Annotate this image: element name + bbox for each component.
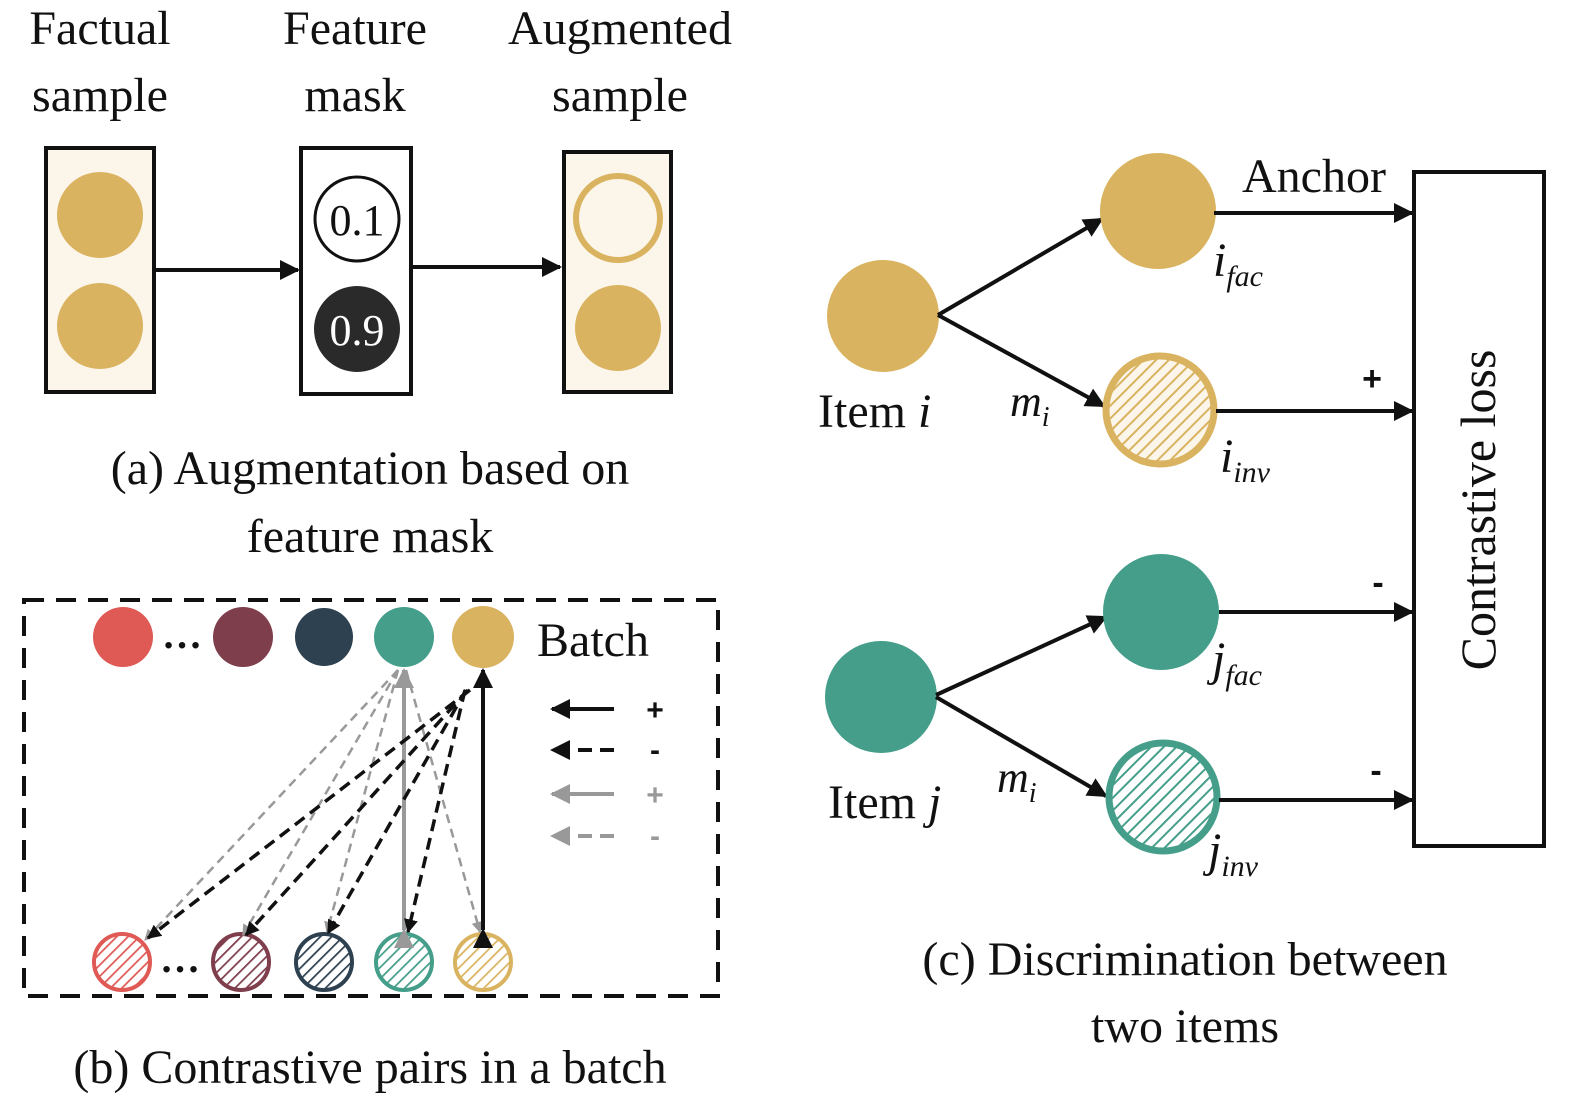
sign-j-fac: - (1372, 564, 1383, 602)
item-i-prefix: Item (818, 385, 918, 438)
mask-value-low-circle (313, 175, 401, 263)
item-i-node (827, 260, 939, 372)
batch-item-plum (213, 607, 273, 667)
i-fac-label: ifac (1213, 234, 1263, 293)
i-fac-sub: fac (1226, 260, 1263, 293)
factual-header-line1: Factual (29, 2, 170, 55)
panel-b: … Batch … + - + (22, 598, 720, 1094)
i-fac-base: i (1213, 234, 1226, 287)
batch-item-red (93, 607, 153, 667)
batch-item-navy (295, 608, 353, 666)
augmented-masked-feature (573, 173, 663, 263)
mask-value-high-circle (314, 286, 400, 372)
black-negative-to-red (146, 688, 472, 940)
panel-a-caption-line1: (a) Augmentation based on (111, 442, 630, 495)
sign-j-inv: - (1370, 752, 1381, 790)
factual-feature-2 (57, 283, 143, 369)
panel-c: Item i mi ifac iinv Item j mi jfac jinv … (818, 150, 1546, 1053)
augmented-header-line1: Augmented (508, 2, 732, 55)
mask-label-j-base: m (997, 753, 1029, 802)
panel-c-caption-line2: two items (1091, 1000, 1279, 1053)
panel-b-caption: (b) Contrastive pairs in a batch (73, 1041, 666, 1094)
arrow-item-j-to-jinv (934, 695, 1108, 798)
contrastive-loss-label: Contrastive loss (1450, 350, 1506, 671)
j-fac-label: jfac (1206, 633, 1262, 692)
panel-a: Factual sample Feature mask Augmented sa… (29, 2, 732, 563)
gray-negative-to-gold (404, 669, 483, 934)
batch-item-gold (452, 606, 514, 668)
item-j-prefix: Item (828, 776, 928, 829)
item-i-var: i (918, 385, 931, 438)
mask-label-i: mi (1010, 377, 1050, 433)
gray-negative-to-navy (324, 669, 400, 934)
i-inv-label: iinv (1220, 430, 1271, 489)
batch-aug-teal (374, 932, 434, 992)
anchor-label: Anchor (1242, 150, 1386, 203)
mask-header-line2: mask (304, 69, 405, 122)
j-inv-label: jinv (1202, 824, 1259, 883)
legend-dashed-gray-sign: - (650, 820, 660, 853)
j-fac-sub: fac (1225, 659, 1262, 692)
item-j-node (825, 641, 937, 753)
item-j-label: Item j (828, 776, 941, 829)
mask-value-high: 0.9 (330, 306, 385, 355)
batch-aug-gold (453, 932, 513, 992)
augmented-header-line2: sample (552, 69, 688, 122)
batch-aug-red (92, 932, 152, 992)
item-i-label: Item i (818, 385, 931, 438)
mask-label-j: mi (997, 753, 1037, 809)
batch-aug-plum (211, 932, 271, 992)
arrow-item-i-to-ifac (936, 217, 1104, 317)
factual-feature-1 (57, 172, 143, 258)
j-fac-node (1103, 554, 1219, 670)
j-inv-sub: inv (1221, 850, 1258, 883)
i-inv-base: i (1220, 430, 1233, 483)
batch-label: Batch (537, 614, 649, 667)
i-fac-node (1100, 153, 1216, 269)
arrow-item-j-to-jfac (935, 615, 1108, 697)
contrastive-loss-box (1412, 170, 1546, 848)
legend-dashed-black-sign: - (650, 734, 660, 767)
i-inv-sub: inv (1233, 456, 1270, 489)
black-negative-to-teal (404, 689, 467, 934)
mask-label-i-base: m (1010, 377, 1042, 426)
black-negative-to-plum (244, 688, 470, 937)
sign-i-inv: + (1362, 360, 1382, 398)
legend-solid-gray-sign: + (646, 779, 664, 812)
mask-label-j-sub: i (1029, 778, 1037, 809)
augmented-kept-feature (575, 285, 661, 371)
mask-value-low: 0.1 (330, 196, 385, 245)
factual-header-line2: sample (32, 69, 168, 122)
batch-legend: + - + - (550, 694, 664, 853)
black-negative-to-navy (326, 689, 468, 935)
i-inv-node (1102, 352, 1218, 468)
mask-header-line1: Feature (283, 2, 427, 55)
j-inv-node (1105, 739, 1221, 855)
panel-a-caption-line2: feature mask (247, 510, 494, 563)
legend-solid-black-sign: + (646, 694, 664, 727)
batch-item-teal (374, 607, 434, 667)
gray-negative-to-plum (241, 669, 400, 936)
batch-aug-navy (294, 932, 354, 992)
gray-negative-to-red (144, 669, 399, 941)
panel-c-caption-line1: (c) Discrimination between (922, 933, 1447, 986)
mask-label-i-sub: i (1042, 402, 1050, 433)
arrow-item-i-to-iinv (937, 313, 1106, 408)
batch-bottom-ellipsis: … (160, 936, 200, 981)
batch-top-ellipsis: … (162, 612, 202, 657)
